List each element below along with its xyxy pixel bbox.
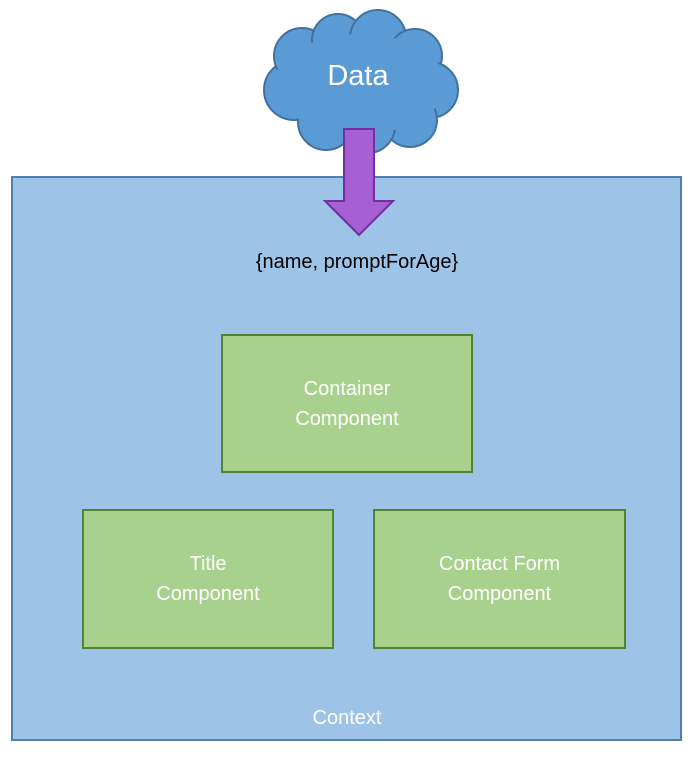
container-component: Container Component [221,334,473,473]
down-arrow [322,127,396,239]
context-label: Context [312,707,382,729]
container-component-label-line1: Container [303,377,391,400]
contact-form-component-label-line2: Component [447,583,552,605]
props-label: {name, promptForAge} [255,251,459,273]
cloud-icon [263,9,459,154]
data-cloud: Data [250,8,466,156]
container-component-label-line2: Component [295,407,399,430]
contact-form-component-label-line1: Contact Form [438,553,561,575]
title-component: Title Component [82,509,334,649]
title-component-label-line1: Title [189,553,227,575]
title-component-label-line2: Component [156,583,260,605]
cloud-label: Data [327,60,389,92]
down-arrow-icon [322,128,396,237]
contact-form-component: Contact Form Component [373,509,626,649]
